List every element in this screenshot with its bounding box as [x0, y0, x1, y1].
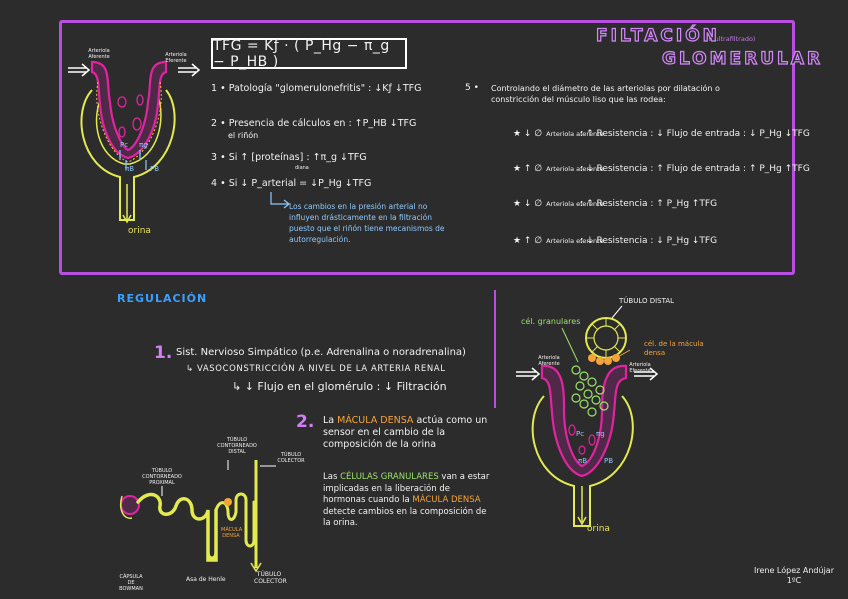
regulation-divider	[494, 290, 496, 408]
reg-2-macula: MÁCULA DENSA	[337, 415, 413, 426]
row-4-prefix: ★ ↑ ∅	[513, 236, 542, 246]
pc-label: Pc	[120, 141, 128, 149]
item-5-text: Controlando el diámetro de las arteriola…	[491, 83, 721, 105]
item-1-num: 1 •	[211, 83, 226, 94]
regulation-title: REGULACIÓN	[117, 292, 207, 305]
inflow-arrow-2	[516, 368, 539, 380]
item-3: 3 • Si ↑ [proteínas] : ↑π_g ↓TFG	[211, 151, 367, 164]
eferente-label: Arteriola Eferente	[163, 52, 189, 64]
pb-label: PB	[150, 165, 159, 173]
jga-granulares-label: cél. granulares	[521, 317, 580, 326]
reg-1-line1: Sist. Nervioso Simpático (p.e. Adrenalin…	[176, 347, 466, 358]
autoregulation-note: Los cambios en la presión arterial no in…	[289, 201, 459, 245]
glomerulus-diagram	[62, 42, 212, 242]
reg-3-text: Las CÉLULAS GRANULARES van a estar impli…	[323, 472, 495, 530]
arteriole-row-4: ★ ↑ ∅ Arteriola eferente : ↓ Resistencia…	[513, 236, 717, 246]
orina-label-2: orina	[587, 524, 610, 534]
item-3-text: Si ↑ [proteínas] : ↑π_g ↓TFG	[229, 152, 367, 163]
item-4: 4 • Si ↓ P_arterial = ↓P_Hg ↓TFG	[211, 177, 371, 190]
reg-2-text: La MÁCULA DENSA actúa como un sensor en …	[323, 415, 495, 451]
title-glomerular: GLOMERULAR	[662, 49, 823, 69]
reg-3-pre: Las	[323, 472, 340, 482]
item-1-text: Patología "glomerulonefritis" : ↓Kƒ ↓TFG	[229, 83, 422, 94]
row-3-effect: : ↑ Resistencia : ↑ P_Hg ↑TFG	[580, 199, 717, 209]
reg-2-num: 2.	[296, 412, 314, 432]
item-2-sub: el riñón	[228, 131, 258, 141]
pib-label: πB	[125, 165, 134, 173]
arteriole-row-1: ★ ↓ ∅ Arteriola aferente : ↑ Resistencia…	[513, 129, 810, 139]
row-1-prefix: ★ ↓ ∅	[513, 129, 542, 139]
title-note: (o ultrafiltrado)	[706, 35, 755, 43]
row-2-prefix: ★ ↑ ∅	[513, 164, 542, 174]
jga-eferente-label: Arteriola Eferente	[627, 362, 653, 374]
row-1-effect: : ↑ Resistencia : ↓ Flujo de entrada : ↓…	[580, 129, 810, 139]
reg-2-pre: La	[323, 415, 337, 426]
nephron-distal-label: TÚBULO CONTORNEADO DISTAL	[212, 437, 262, 455]
author-credit: Irene López Andújar 1ºC	[754, 566, 834, 586]
jga-pb-label: PB	[604, 457, 613, 465]
jga-pib-label: πB	[578, 457, 587, 465]
row-3-name: Arteriola eferente	[546, 201, 576, 208]
jga-pc-label: Pc	[576, 430, 584, 438]
item-4-num: 4 •	[211, 178, 226, 189]
row-1-name: Arteriola aferente	[546, 131, 576, 138]
orina-label-1: orina	[128, 226, 151, 236]
jga-aferente-label: Arteriola Aferente	[536, 355, 562, 367]
item-2-num: 2 •	[211, 118, 226, 129]
item-3-sub: diana	[295, 165, 309, 171]
arteriole-row-3: ★ ↓ ∅ Arteriola eferente : ↑ Resistencia…	[513, 199, 717, 209]
item-4-text: Si ↓ P_arterial = ↓P_Hg ↓TFG	[229, 178, 372, 189]
macula-dot	[224, 498, 232, 506]
row-3-prefix: ★ ↓ ∅	[513, 199, 542, 209]
reg-1-line2: ↳ VASOCONSTRICCIÓN A NIVEL DE LA ARTERIA…	[186, 364, 446, 374]
reg-1-line3: ↳ ↓ Flujo en el glomérulo : ↓ Filtración	[232, 380, 447, 393]
tfg-formula: TFG = Kƒ · ( P_Hg − π_g − P_HB )	[211, 38, 407, 69]
reg-3-macula: MÁCULA DENSA	[412, 495, 480, 505]
jga-diagram	[512, 300, 687, 540]
orina-arrow-2	[578, 486, 586, 524]
nephron-proximal-label: TÚBULO CONTORNEADO PROXIMAL	[137, 468, 187, 486]
nephron-asa-label: Asa de Henle	[186, 576, 226, 583]
bowman-capsule-small	[121, 496, 139, 514]
row-4-effect: : ↓ Resistencia : ↓ P_Hg ↓TFG	[580, 236, 717, 246]
title-filtacion: FILTACIÓN	[596, 26, 720, 46]
item-2-text: Presencia de cálculos en : ↑P_HB ↓TFG	[229, 118, 417, 129]
macula-cells	[588, 354, 620, 365]
row-4-name: Arteriola eferente	[546, 238, 576, 245]
tubulo-proximal-path	[138, 494, 216, 560]
inflow-arrow	[68, 64, 89, 76]
nephron-macula-label: MÁCULA DENSA	[221, 527, 241, 539]
item-1: 1 • Patología "glomerulonefritis" : ↓Kƒ …	[211, 82, 421, 95]
author-group: 1ºC	[754, 576, 834, 586]
jga-distal-label: TÚBULO DISTAL	[619, 297, 674, 305]
pig-label: πg	[139, 141, 148, 149]
arteriole-row-2: ★ ↑ ∅ Arteriola aferente : ↓ Resistencia…	[513, 164, 810, 174]
outflow-arrow	[178, 64, 199, 76]
row-2-effect: : ↓ Resistencia : ↑ Flujo de entrada : ↑…	[580, 164, 810, 174]
nephron-colector-bottom-label: TÚBULO COLECTOR	[254, 571, 284, 585]
nephron-capsula-label: CÁPSULA DE BOWMAN	[118, 574, 144, 592]
asa-henle-path	[208, 510, 216, 558]
orina-arrow	[123, 184, 131, 222]
item-3-num: 3 •	[211, 152, 226, 163]
nephron-colector-top-label: TÚBULO COLECTOR	[276, 452, 306, 464]
reg-3-post: detecte cambios en la composición de la …	[323, 507, 486, 529]
aferente-label: Arteriola Aferente	[86, 48, 112, 60]
jga-macula-label: cél. de la mácula densa	[644, 340, 722, 358]
author-name: Irene López Andújar	[754, 566, 834, 576]
reg-3-granulares: CÉLULAS GRANULARES	[340, 472, 439, 482]
reg-1-num: 1.	[154, 343, 172, 363]
row-2-name: Arteriola aferente	[546, 166, 576, 173]
item-5-num: 5 •	[465, 82, 479, 95]
item-2: 2 • Presencia de cálculos en : ↑P_HB ↓TF…	[211, 117, 416, 130]
jga-pig-label: πg	[596, 430, 605, 438]
